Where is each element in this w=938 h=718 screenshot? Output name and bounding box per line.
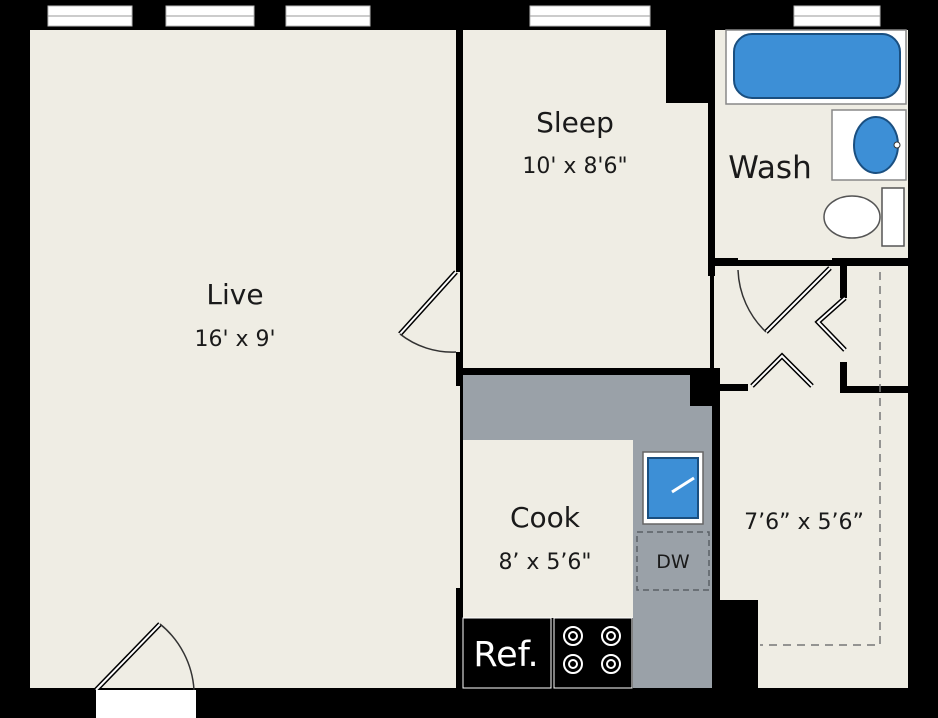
wall-live-sleep-upper: [456, 30, 463, 272]
kitchen-sink: [642, 451, 704, 525]
closet-bifold-door: [751, 354, 813, 387]
entry-door: [95, 623, 161, 691]
dishwasher-label: DW: [656, 551, 690, 573]
live-floor: [30, 30, 460, 688]
sleep-door: [399, 271, 457, 335]
burner-icon: [601, 626, 621, 646]
faucet-icon: [893, 141, 901, 149]
wall-closet-top: [840, 386, 908, 393]
entry-threshold: [96, 690, 196, 718]
wall-hall-stub-lower: [840, 362, 847, 392]
stove-body: [553, 617, 633, 689]
sleep-room-dims: 10' x 8'6": [522, 154, 627, 179]
burners: [563, 626, 621, 674]
floor-areas: [30, 30, 908, 688]
wall-sleep-cook: [460, 368, 695, 375]
wall-live-sleep-lower: [456, 352, 463, 386]
burner-icon: [601, 654, 621, 674]
burner-icon: [606, 631, 616, 641]
burner-icon: [606, 659, 616, 669]
refrigerator: Ref.: [462, 617, 552, 689]
bathroom-sink: [831, 109, 907, 181]
bathtub-basin: [733, 33, 901, 99]
stove: [553, 617, 633, 689]
burner-icon: [563, 654, 583, 674]
refrigerator-box: [462, 617, 552, 689]
burner-icon: [568, 659, 578, 669]
toilet: [823, 187, 905, 247]
wall-live-cook: [456, 588, 463, 688]
wall-wash-bottom-right: [832, 258, 908, 265]
kitchen-sink-basin: [647, 457, 699, 519]
sleep-floor: [463, 30, 666, 370]
cook-room-name: Cook: [510, 501, 581, 534]
wall-closet-top-left: [712, 384, 748, 391]
sleep-room-name: Sleep: [536, 106, 614, 139]
burner-icon: [563, 626, 583, 646]
cook-floor: [463, 440, 635, 618]
faucet-icon: [671, 476, 695, 494]
wall-hall-stub: [840, 262, 847, 298]
sink-basin: [853, 116, 899, 174]
sleep-door-swing: [399, 333, 457, 353]
closet-door-upper: [816, 297, 846, 351]
live-room-name: Live: [206, 278, 263, 311]
toilet-bowl: [823, 195, 881, 239]
bathtub: [725, 29, 907, 105]
interior-walls: [456, 30, 908, 688]
wash-door: [765, 267, 831, 333]
wall-wash-bottom: [708, 258, 738, 265]
closet-shelf-line: [760, 272, 881, 646]
wash-door-swing: [737, 269, 767, 333]
sleep-floor-right: [666, 103, 710, 370]
wall-column: [666, 30, 710, 103]
wall-closet-pier: [720, 600, 758, 688]
cook-room-dims: 8’ x 5’6": [498, 550, 591, 575]
toilet-tank: [881, 187, 905, 247]
wall-closet-left: [712, 370, 720, 688]
wall-wash-left: [708, 30, 715, 276]
dishwasher: [636, 531, 710, 591]
entry-door-swing: [159, 623, 195, 691]
refrigerator-label: Ref.: [473, 635, 538, 675]
wash-room-name: Wash: [728, 150, 811, 186]
doors: [94, 266, 847, 692]
burner-icon: [568, 631, 578, 641]
closet-room-dims: 7’6” x 5’6”: [744, 510, 864, 535]
live-room-dims: 16' x 9': [194, 327, 275, 352]
